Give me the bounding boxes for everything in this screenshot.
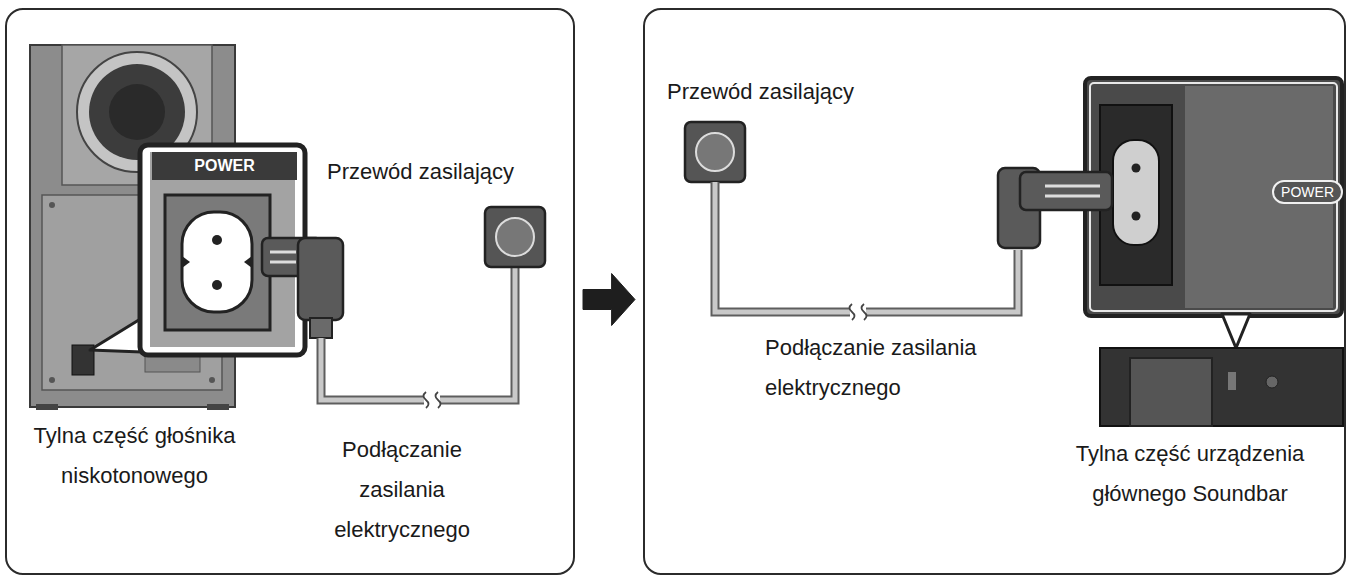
power-cable [715, 182, 1018, 312]
zoom-callout [1085, 78, 1342, 316]
caption-label: Tylna część głośnika niskotonowego [12, 416, 257, 496]
callout-pointer [1222, 314, 1250, 348]
screw [49, 202, 55, 208]
flow-arrow [583, 274, 635, 326]
socket-pin [1132, 212, 1141, 221]
socket-pin [212, 235, 222, 245]
flow-arrow-shape [583, 274, 635, 326]
outlet-face [696, 133, 734, 171]
plug-body [298, 238, 343, 320]
part-label: Przewód zasilający [667, 72, 917, 112]
foot [36, 404, 58, 410]
caption-label: Tylna część urządzenia głównego Soundbar [1040, 434, 1340, 514]
grip-line [270, 251, 296, 254]
socket-pin [1132, 164, 1141, 173]
outlet-face [496, 218, 534, 256]
socket-notch [182, 256, 190, 268]
power-cable [321, 268, 515, 400]
socket-pin [212, 280, 222, 290]
cable-break [850, 302, 866, 322]
caption-label: Podłączanie zasilania elektrycznego [765, 328, 1035, 408]
cable-break [424, 390, 440, 410]
power-plug [262, 238, 343, 338]
soundbar-bracket [1130, 358, 1212, 426]
power-plug [998, 168, 1112, 248]
cable-break [850, 304, 867, 320]
power-label: POWER [152, 152, 297, 180]
socket-notch [244, 256, 252, 268]
socket-plate [165, 195, 270, 330]
part-label: Przewód zasilający [327, 152, 562, 192]
woofer-cap [109, 84, 165, 140]
iec-socket [182, 212, 252, 312]
grip-line [270, 261, 296, 264]
power-cable [715, 182, 1018, 312]
foot [207, 404, 229, 410]
screw [49, 377, 55, 383]
screw [209, 377, 215, 383]
caption-label: Podłączanie zasilania elektrycznego [302, 430, 502, 550]
strain-relief [310, 318, 332, 338]
outlet-box [685, 122, 745, 182]
power-label: POWER [1272, 180, 1343, 204]
wall-outlet [485, 207, 545, 267]
step-panel: POWER Przewód zasilającyTylna część głośn… [5, 8, 575, 575]
callout-pointer [90, 318, 142, 352]
power-port-small [1228, 372, 1236, 390]
soundbar-body [1100, 348, 1343, 426]
grip-line [1045, 195, 1100, 198]
power-cable [321, 268, 515, 400]
soundbar [1100, 348, 1343, 426]
cable-break [424, 392, 441, 408]
grip-line [1045, 185, 1100, 188]
wall-outlet [685, 122, 745, 182]
zoom-frame [1085, 78, 1342, 316]
port [1266, 376, 1278, 388]
step-panel: Przewód zasilającyPodłączanie zasilania … [643, 8, 1346, 575]
plug-head [1020, 172, 1112, 210]
outlet-box [485, 207, 545, 267]
iec-socket [1113, 140, 1159, 245]
